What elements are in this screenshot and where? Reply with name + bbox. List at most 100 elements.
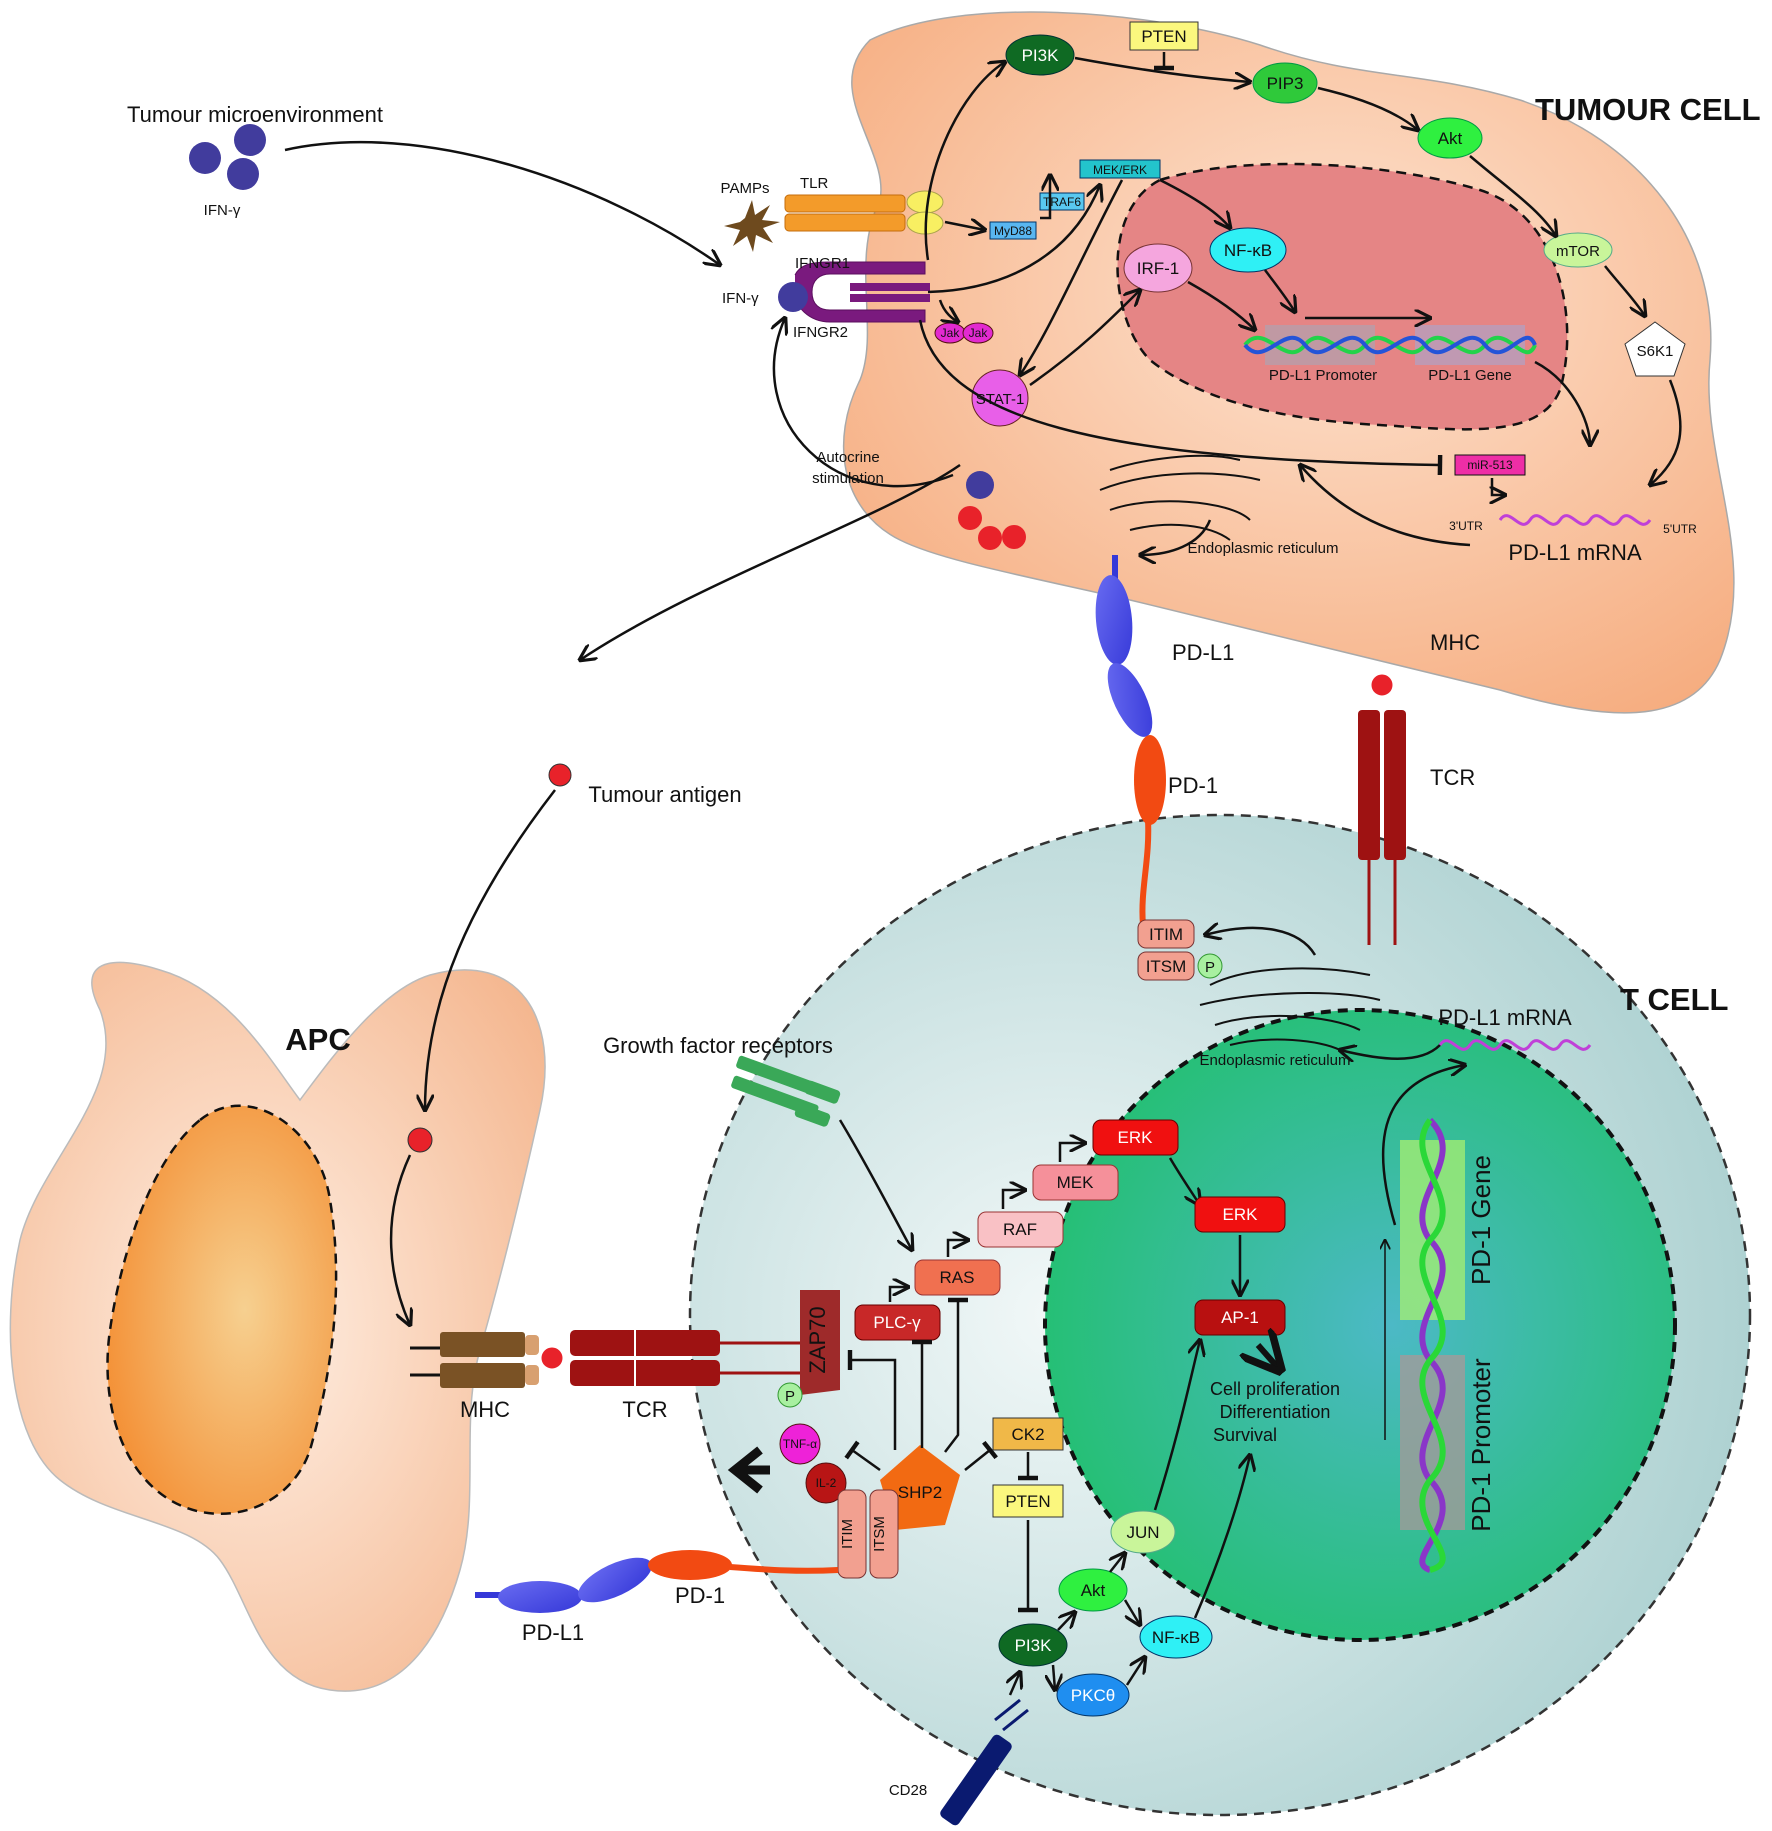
apc-title: APC bbox=[285, 1022, 350, 1057]
pdl1-bottom-molecule bbox=[475, 1557, 652, 1613]
svg-text:MEK: MEK bbox=[1057, 1173, 1095, 1192]
ifn-gamma-cluster bbox=[189, 124, 266, 190]
mhc-bottom-label: MHC bbox=[460, 1397, 510, 1422]
svg-text:Jak: Jak bbox=[969, 326, 989, 340]
svg-text:PTEN: PTEN bbox=[1141, 27, 1186, 46]
node-pi3k-tcell: PI3K bbox=[998, 1623, 1068, 1667]
node-erk-cyto: ERK bbox=[1092, 1119, 1179, 1156]
node-traf6: TRAF6 bbox=[1039, 192, 1085, 211]
svg-text:PKCθ: PKCθ bbox=[1071, 1686, 1115, 1705]
ap1-to-outcome-arrow bbox=[1258, 1345, 1280, 1370]
svg-text:PLC-γ: PLC-γ bbox=[873, 1313, 921, 1332]
node-pi3k-tumour: PI3K bbox=[1005, 34, 1075, 76]
tumour-antigen-label: Tumour antigen bbox=[588, 782, 741, 807]
ifn-gamma-receptor-label: IFN-γ bbox=[722, 290, 759, 307]
svg-text:PTEN: PTEN bbox=[1005, 1492, 1050, 1511]
utr3-label: 3'UTR bbox=[1449, 519, 1483, 533]
tcr-top-molecule bbox=[1358, 710, 1406, 945]
svg-text:P: P bbox=[785, 1388, 795, 1405]
node-erk-nucleus: ERK bbox=[1194, 1196, 1286, 1233]
svg-text:ITIM: ITIM bbox=[839, 1519, 856, 1549]
pd1-gene-label: PD-1 Gene bbox=[1466, 1155, 1496, 1285]
mapk-arrows bbox=[888, 1143, 1200, 1302]
antigen-to-mhc-arrow bbox=[389, 1154, 410, 1325]
ifn-gamma-molecule bbox=[189, 142, 221, 174]
svg-text:ZAP70: ZAP70 bbox=[805, 1306, 830, 1373]
node-myd88: MyD88 bbox=[989, 221, 1037, 240]
svg-text:TRAF6: TRAF6 bbox=[1043, 195, 1081, 209]
tumour-arrows bbox=[580, 52, 1682, 660]
ifn-gamma-molecule bbox=[234, 124, 266, 156]
svg-text:ITSM: ITSM bbox=[1146, 957, 1187, 976]
secreted-molecules bbox=[958, 471, 1026, 550]
node-akt-tumour: Akt bbox=[1417, 117, 1483, 159]
node-pten-tumour: PTEN bbox=[1129, 21, 1199, 51]
ifn-gamma-molecule bbox=[227, 158, 259, 190]
antigen-to-apc-arrow bbox=[425, 789, 556, 1110]
pdl1-gene-tumour-label: PD-L1 Gene bbox=[1428, 367, 1511, 384]
pdl1-bottom-label: PD-L1 bbox=[522, 1620, 584, 1645]
pd1-bottom-molecule bbox=[648, 1550, 839, 1580]
node-ap1: AP-1 bbox=[1194, 1299, 1286, 1336]
pdl1-top-molecule bbox=[1095, 555, 1153, 737]
pdl1-mrna-tumour-strand bbox=[1498, 514, 1652, 526]
node-jun: JUN bbox=[1110, 1510, 1176, 1554]
ifngr2-label: IFNGR2 bbox=[793, 324, 848, 341]
er-to-itim-arrow bbox=[1205, 928, 1317, 956]
gfr-to-ras-arrow bbox=[838, 1119, 912, 1250]
node-ras: RAS bbox=[914, 1259, 1001, 1296]
pdl1-mrna-tumour-label: PD-L1 mRNA bbox=[1508, 540, 1642, 565]
node-itim-bottom: ITIM bbox=[837, 1489, 867, 1579]
svg-text:ERK: ERK bbox=[1118, 1128, 1154, 1147]
node-irf1: IRF-1 bbox=[1123, 243, 1193, 293]
er-tumour-icon bbox=[1099, 454, 1261, 541]
ifn-arrow bbox=[284, 140, 720, 265]
apc-cell bbox=[9, 961, 546, 1692]
tlr-receptor bbox=[784, 190, 944, 235]
tumour-cell-title: TUMOUR CELL bbox=[1535, 92, 1761, 127]
svg-text:ERK: ERK bbox=[1223, 1205, 1259, 1224]
node-jak: Jak Jak bbox=[934, 322, 994, 344]
svg-text:ITSM: ITSM bbox=[871, 1516, 888, 1552]
pd1-dna-tcell bbox=[1385, 1117, 1465, 1573]
node-pkc: PKCθ bbox=[1056, 1673, 1130, 1717]
svg-text:PI3K: PI3K bbox=[1015, 1636, 1053, 1655]
tlr-label: TLR bbox=[800, 175, 829, 192]
node-akt-tcell: Akt bbox=[1058, 1568, 1128, 1612]
ifngr1-label: IFNGR1 bbox=[795, 255, 850, 272]
tcr-top-label: TCR bbox=[1430, 765, 1475, 790]
svg-text:IL-2: IL-2 bbox=[816, 1476, 837, 1490]
secretion-arrow-icon bbox=[727, 1446, 770, 1494]
svg-text:STAT-1: STAT-1 bbox=[976, 391, 1025, 408]
node-zap70: ZAP70 bbox=[800, 1290, 840, 1395]
gene-to-mrna-arrow bbox=[1381, 1065, 1465, 1226]
ifn-gamma-label: IFN-γ bbox=[204, 202, 241, 219]
growth-factor-receptors-label: Growth factor receptors bbox=[603, 1033, 833, 1058]
node-raf: RAF bbox=[977, 1211, 1064, 1248]
cd28-receptor bbox=[940, 1672, 1029, 1826]
apc-nucleus bbox=[106, 1104, 338, 1515]
tcr-bottom-molecule bbox=[570, 1330, 800, 1386]
node-nfkb-tcell: NF-κB bbox=[1139, 1615, 1213, 1659]
svg-text:TNF-α: TNF-α bbox=[783, 1437, 817, 1451]
svg-text:NF-κB: NF-κB bbox=[1224, 241, 1272, 260]
tcr-bottom-label: TCR bbox=[622, 1397, 667, 1422]
growth-factor-receptor bbox=[731, 1055, 841, 1127]
node-plcg: PLC-γ bbox=[854, 1304, 941, 1341]
er-tcell-label: Endoplasmic reticulum bbox=[1200, 1052, 1351, 1069]
svg-text:JUN: JUN bbox=[1126, 1523, 1159, 1542]
pdl1-top-label: PD-L1 bbox=[1172, 640, 1234, 665]
svg-text:miR-513: miR-513 bbox=[1467, 458, 1513, 472]
outcome-2-label: Differentiation bbox=[1220, 1402, 1331, 1422]
node-nfkb-tumour: NF-κB bbox=[1209, 227, 1287, 273]
svg-text:NF-κB: NF-κB bbox=[1152, 1628, 1200, 1647]
node-mek-erk: MEK/ERK bbox=[1079, 159, 1161, 179]
pd1-bottom-label: PD-1 bbox=[675, 1583, 725, 1608]
svg-text:Jak: Jak bbox=[941, 326, 961, 340]
svg-text:RAF: RAF bbox=[1003, 1220, 1037, 1239]
autocrine-label-1: Autocrine bbox=[816, 449, 879, 466]
svg-text:IRF-1: IRF-1 bbox=[1137, 259, 1180, 278]
node-mtor: mTOR bbox=[1543, 232, 1613, 268]
pdl1-promoter-tumour-label: PD-L1 Promoter bbox=[1269, 367, 1377, 384]
